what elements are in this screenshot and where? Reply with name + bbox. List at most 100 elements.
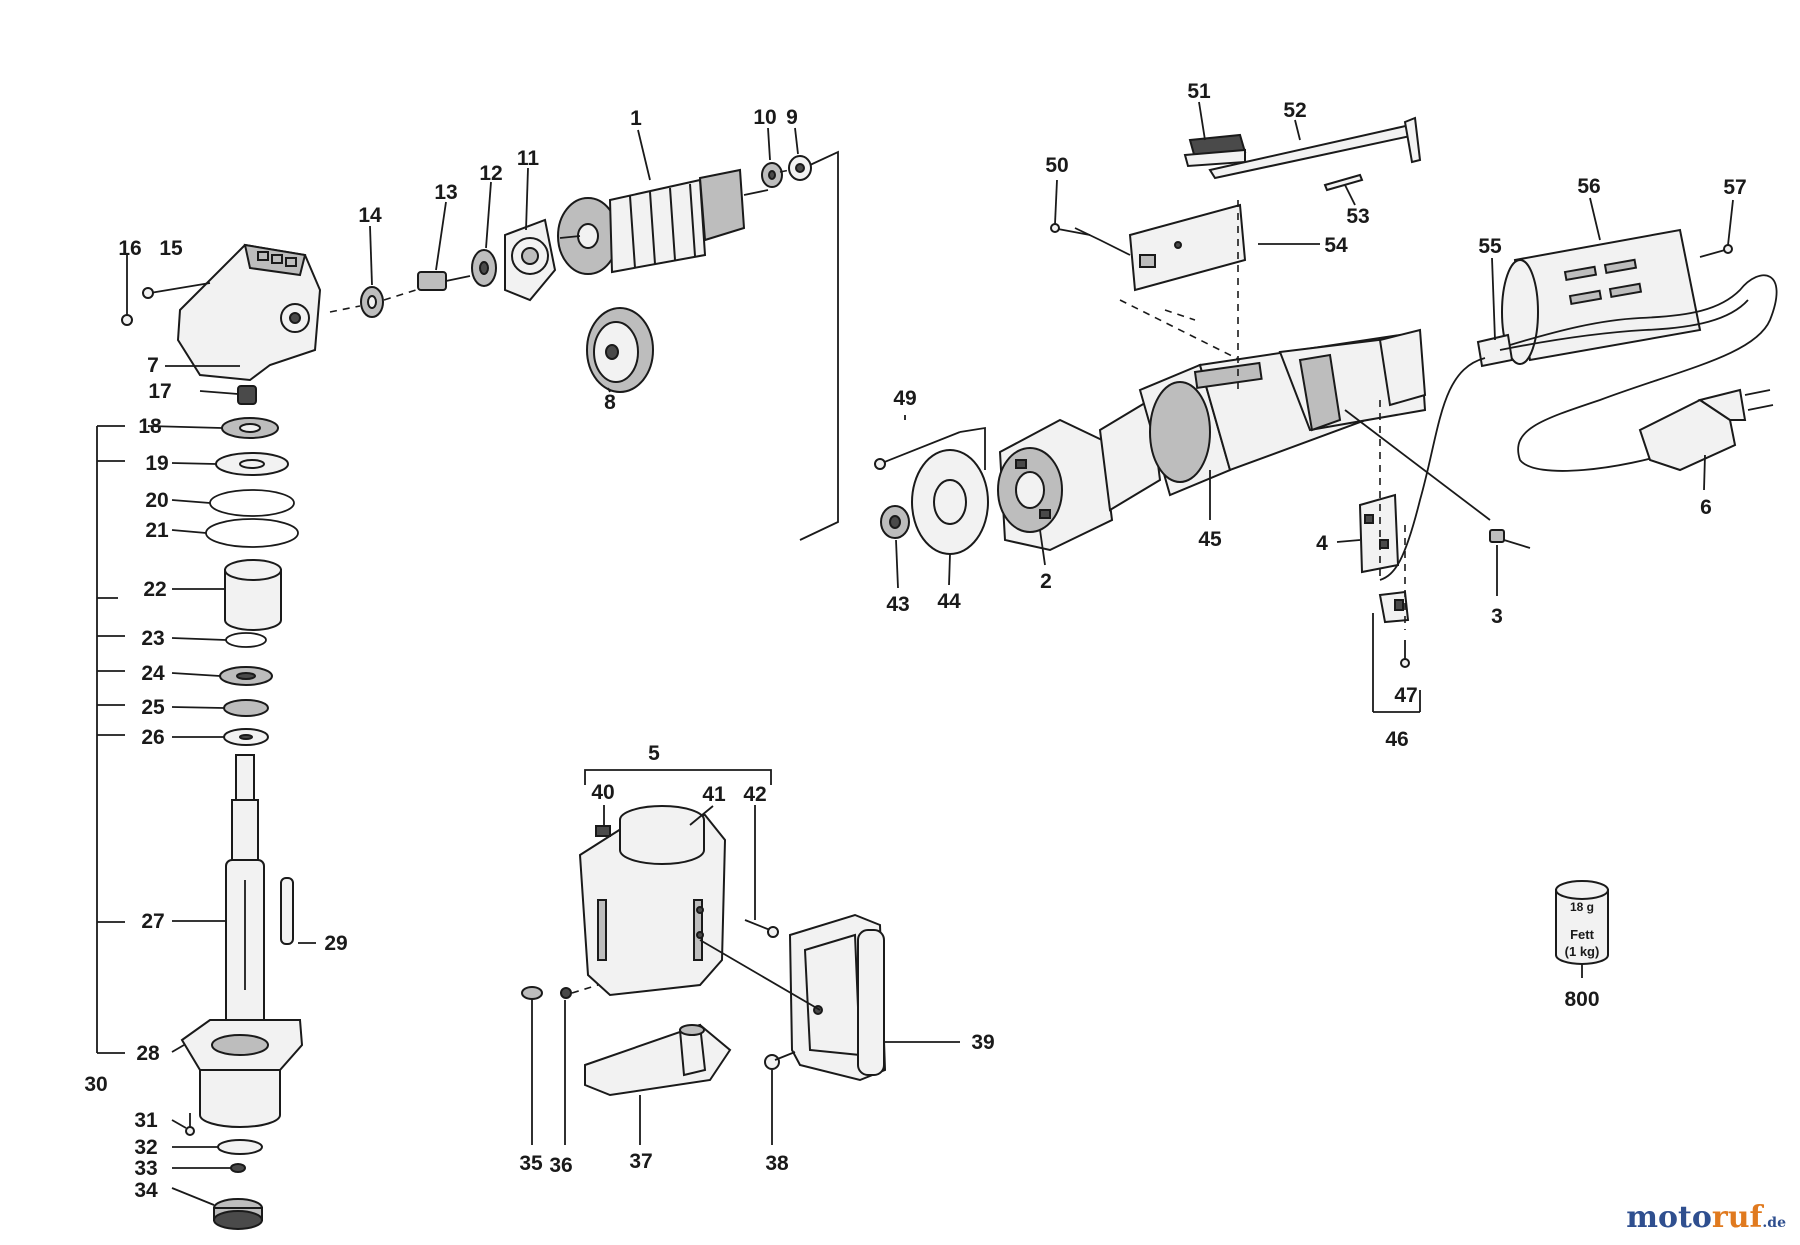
label-part-10: 10 (753, 106, 776, 129)
label-part-29: 29 (324, 932, 347, 955)
label-part-9: 9 (786, 106, 798, 129)
clamp-plate-37 (584, 1023, 732, 1097)
label-part-53: 53 (1346, 205, 1369, 228)
label-part-26: 26 (141, 726, 164, 749)
screw-31 (185, 1113, 195, 1136)
pinion-17 (237, 385, 257, 405)
bracket-5 (584, 769, 772, 785)
label-part-21: 21 (145, 519, 169, 542)
grease-amount: (1 kg) (1565, 944, 1600, 959)
label-part-57: 57 (1723, 176, 1746, 199)
bearing-12 (471, 249, 497, 287)
bushing-22 (224, 559, 282, 631)
watermark-brand-b: ruf (1711, 1200, 1763, 1235)
label-part-1: 1 (630, 107, 642, 130)
power-cable-6 (1379, 274, 1778, 581)
label-part-5: 5 (648, 742, 660, 765)
label-part-40: 40 (591, 781, 614, 804)
label-part-13: 13 (434, 181, 457, 204)
screw-16 (121, 255, 133, 326)
label-part-2: 2 (1040, 570, 1052, 593)
armature-1 (557, 168, 769, 275)
label-part-800: 800 (1564, 988, 1599, 1011)
motor-housing-45 (1098, 328, 1427, 512)
field-coil-2 (997, 418, 1114, 552)
label-part-51: 51 (1187, 80, 1211, 103)
switch-rod-52 (1208, 116, 1422, 180)
label-part-32: 32 (134, 1136, 157, 1159)
switch-4 (1358, 493, 1400, 574)
washer-26 (223, 728, 269, 746)
grease-weight: 18 g (1570, 900, 1594, 914)
label-part-24: 24 (141, 662, 165, 685)
screw-49 (874, 426, 986, 470)
label-part-39: 39 (971, 1031, 994, 1054)
cable-grommet-55 (1476, 333, 1514, 368)
screw-50 (1050, 223, 1131, 256)
label-part-18: 18 (138, 415, 162, 438)
label-part-17: 17 (148, 380, 171, 403)
label-part-35: 35 (519, 1152, 543, 1175)
label-part-8: 8 (604, 391, 616, 414)
label-part-49: 49 (893, 387, 916, 410)
grease-name: Fett (1570, 927, 1595, 942)
label-part-7: 7 (147, 354, 159, 377)
end-cap-56 (1501, 228, 1702, 365)
label-part-56: 56 (1577, 175, 1600, 198)
label-part-36: 36 (549, 1154, 572, 1177)
screw-38 (764, 1051, 796, 1070)
washer-36 (560, 987, 572, 999)
flange-housing-28 (180, 1019, 304, 1128)
label-part-19: 19 (145, 452, 168, 475)
washer-32 (217, 1139, 263, 1155)
bearing-24 (219, 666, 273, 686)
label-part-55: 55 (1478, 235, 1502, 258)
wing-screw-35 (521, 986, 543, 1010)
spindle-27 (225, 754, 265, 1026)
label-part-20: 20 (145, 489, 168, 512)
washer-14 (360, 286, 384, 318)
label-part-33: 33 (134, 1157, 157, 1180)
watermark-brand-a: moto (1626, 1200, 1712, 1235)
label-part-46: 46 (1385, 728, 1408, 751)
bearing-43 (880, 505, 910, 539)
knob-34 (213, 1198, 263, 1230)
label-part-16: 16 (118, 237, 141, 260)
brush-3 (1489, 529, 1531, 549)
washer-25 (223, 699, 269, 717)
label-part-25: 25 (141, 696, 165, 719)
label-part-12: 12 (479, 162, 502, 185)
ring-21 (205, 518, 299, 548)
cable-clamp-46 (1378, 590, 1410, 624)
screw-15 (142, 282, 211, 299)
label-part-4: 4 (1316, 532, 1328, 555)
switch-plate-54 (1128, 203, 1247, 292)
label-part-30: 30 (84, 1073, 107, 1096)
label-part-50: 50 (1045, 154, 1068, 177)
label-part-38: 38 (765, 1152, 789, 1175)
pinion-13 (417, 271, 471, 291)
bushing-9 (788, 155, 812, 181)
watermark-logo: motoruf.de (1626, 1200, 1786, 1235)
ring-20 (209, 489, 295, 517)
label-part-27: 27 (141, 910, 164, 933)
label-part-6: 6 (1700, 496, 1712, 519)
ring-23 (225, 632, 267, 648)
watermark-suffix: .de (1762, 1215, 1786, 1231)
screw-42 (744, 919, 779, 938)
label-part-15: 15 (159, 237, 183, 260)
label-part-43: 43 (886, 593, 909, 616)
label-part-3: 3 (1491, 605, 1503, 628)
key-29 (280, 877, 294, 945)
label-part-41: 41 (702, 783, 726, 806)
label-part-52: 52 (1283, 99, 1306, 122)
label-part-31: 31 (134, 1109, 158, 1132)
bevel-gear-18 (221, 417, 279, 439)
label-part-37: 37 (629, 1150, 652, 1173)
label-part-42: 42 (743, 783, 766, 806)
gear-head-housing (176, 243, 322, 382)
label-part-34: 34 (134, 1179, 158, 1202)
label-part-28: 28 (136, 1042, 160, 1065)
spring-53 (1323, 173, 1364, 192)
